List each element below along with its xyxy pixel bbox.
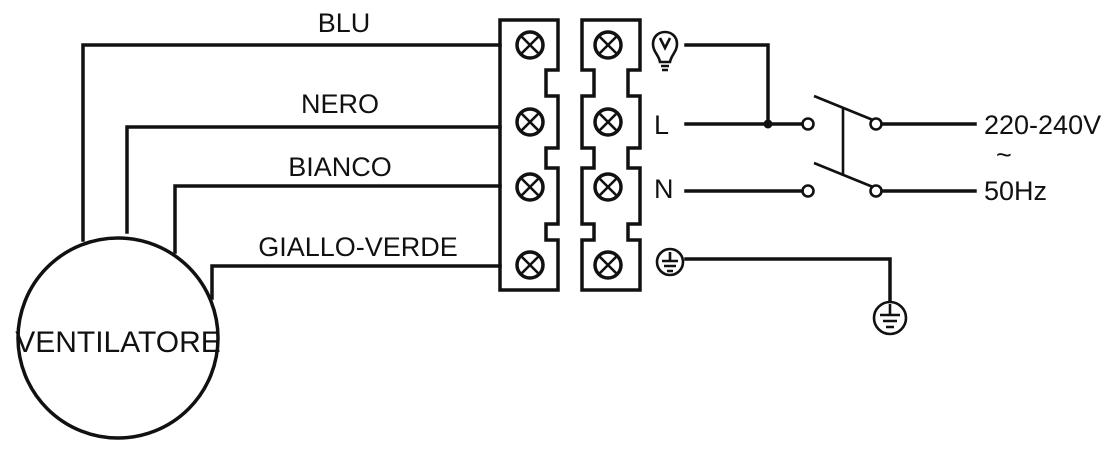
wire-label-blue: BLU (318, 8, 371, 38)
terminal-screw (515, 107, 545, 137)
motor: VENTILATORE (15, 236, 221, 440)
supply-wiring (684, 43, 977, 198)
terminal-block-right (580, 18, 642, 292)
terminal-screw (593, 250, 623, 280)
wire-label-white: BIANCO (288, 152, 392, 182)
wire-label-black: NERO (301, 89, 379, 119)
supply-ac-symbol: ~ (996, 140, 1012, 170)
junction-dot (763, 119, 773, 129)
wire-yellow-green (210, 264, 502, 300)
double-pole-switch (801, 94, 883, 198)
wire-blue (81, 43, 502, 242)
motor-label: VENTILATORE (15, 326, 221, 359)
motor-circle (16, 236, 220, 440)
terminal-label-live: L (654, 110, 669, 140)
earth-wire (684, 257, 892, 302)
supply-voltage: 220-240V (984, 110, 1101, 140)
supply-frequency: 50Hz (984, 176, 1047, 206)
ground-icon (655, 247, 685, 277)
earth-ground-icon (872, 300, 908, 336)
motor-wires (81, 43, 502, 300)
terminal-screw (593, 30, 623, 60)
terminal-screw (593, 107, 623, 137)
earth-wiring (684, 257, 908, 336)
lamp-wire (684, 43, 770, 126)
terminal-screw (515, 250, 545, 280)
terminal-label-neutral: N (654, 174, 674, 204)
lamp-icon (651, 30, 679, 72)
wire-black (125, 125, 502, 234)
terminal-block (498, 18, 642, 292)
wire-white (173, 184, 502, 254)
terminal-screw (593, 172, 623, 202)
terminal-screw (515, 30, 545, 60)
wire-label-yellow-green: GIALLO-VERDE (258, 232, 458, 262)
terminal-block-left (498, 18, 560, 292)
terminal-screw (515, 172, 545, 202)
